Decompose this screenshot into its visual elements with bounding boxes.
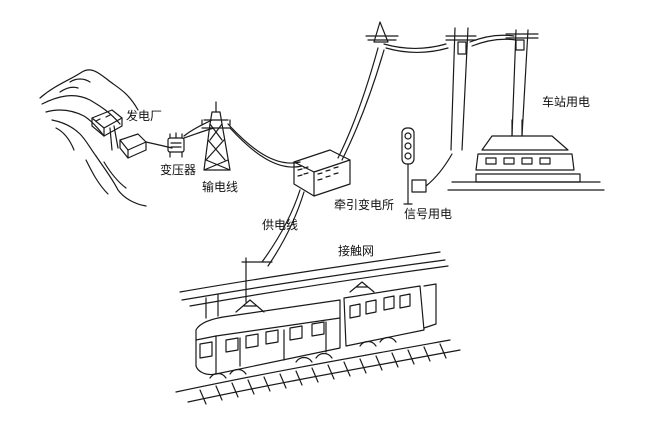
- electric-train: [195, 281, 437, 379]
- traction-substation-building: [293, 149, 351, 197]
- power-plant-building: [91, 109, 147, 159]
- utility-poles: [365, 21, 539, 151]
- station-building: [447, 119, 605, 191]
- signal-light-icon: [401, 127, 453, 205]
- mountain-terrain: [39, 69, 147, 207]
- label-signal-power: 信号用电: [404, 207, 453, 221]
- label-transformer: 变压器: [160, 163, 197, 177]
- label-traction-substation: 牵引变电所: [334, 198, 395, 212]
- feeder-line: [261, 189, 305, 267]
- transformer-icon: [145, 132, 185, 158]
- label-catenary: 接触网: [338, 244, 375, 258]
- label-transmission-line: 输电线: [202, 180, 239, 194]
- catenary-wires: [179, 251, 449, 319]
- railway-track: [175, 339, 461, 405]
- transmission-tower-icon: [201, 101, 231, 171]
- label-power-plant: 发电厂: [126, 109, 163, 123]
- label-feeder-line: 供电线: [262, 218, 299, 232]
- label-station-power: 车站用电: [542, 95, 591, 109]
